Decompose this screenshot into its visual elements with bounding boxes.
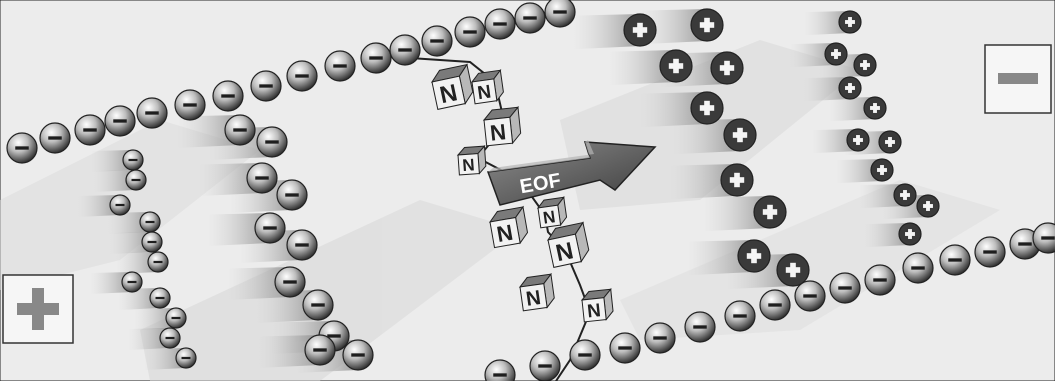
- plus-sign-horizontal: [17, 303, 59, 315]
- diffuse-anion-0: [123, 150, 143, 170]
- neutral-label: N: [476, 81, 492, 104]
- neutral-label: N: [525, 287, 543, 311]
- cation-20: [899, 223, 921, 245]
- diffuse-anion-2: [110, 195, 130, 215]
- neutral-label: N: [462, 155, 476, 175]
- diffuse-anion-1: [126, 170, 146, 190]
- diffuse-anion-15: [255, 213, 285, 243]
- wall-anion-bottom-7: [760, 290, 790, 320]
- wall-anion-top-2: [75, 115, 105, 145]
- diffuse-anion-7: [150, 288, 170, 308]
- cation-11: [825, 43, 847, 65]
- wall-anion-top-11: [390, 35, 420, 65]
- wall-anion-top-5: [175, 90, 205, 120]
- wall-anion-top-14: [485, 9, 515, 39]
- neutral-molecule-3: N: [458, 146, 487, 175]
- cation-15: [847, 129, 869, 151]
- cation-4: [691, 92, 723, 124]
- diffuse-anion-21: [343, 340, 373, 370]
- cation-9: [777, 254, 809, 286]
- wall-anion-bottom-13: [975, 237, 1005, 267]
- wall-anion-top-4: [137, 98, 167, 128]
- diffuse-anion-16: [287, 230, 317, 260]
- cation-17: [871, 159, 893, 181]
- diffuse-anion-5: [148, 252, 168, 272]
- cation-5: [724, 119, 756, 151]
- wall-anion-top-13: [455, 17, 485, 47]
- wall-anion-top-16: [545, 0, 575, 27]
- wall-anion-top-15: [515, 3, 545, 33]
- neutral-label: N: [586, 299, 602, 321]
- wall-anion-bottom-4: [645, 323, 675, 353]
- cation-0: [624, 14, 656, 46]
- wall-anion-top-7: [251, 71, 281, 101]
- cation-6: [721, 164, 753, 196]
- cation-18: [894, 184, 916, 206]
- wall-anion-bottom-3: [610, 333, 640, 363]
- diffuse-anion-6: [122, 272, 142, 292]
- wall-anion-top-3: [105, 106, 135, 136]
- wall-anion-top-0: [7, 133, 37, 163]
- wall-anion-bottom-10: [865, 265, 895, 295]
- cation-13: [839, 77, 861, 99]
- wall-anion-bottom-1: [530, 351, 560, 381]
- wall-anion-bottom-9: [830, 273, 860, 303]
- wall-anion-top-6: [213, 81, 243, 111]
- diffuse-anion-4: [142, 232, 162, 252]
- minus-sign: [998, 73, 1038, 84]
- cation-16: [879, 131, 901, 153]
- wall-anion-top-12: [422, 26, 452, 56]
- diffuse-anion-9: [160, 328, 180, 348]
- wall-anion-top-9: [325, 51, 355, 81]
- diffuse-anion-12: [257, 127, 287, 157]
- cation-3: [711, 52, 743, 84]
- wall-anion-bottom-11: [903, 253, 933, 283]
- cathode-electrode: [985, 45, 1051, 113]
- anode-electrode: [3, 275, 73, 343]
- wall-anion-top-10: [361, 43, 391, 73]
- wall-anion-bottom-12: [940, 245, 970, 275]
- neutral-label: N: [489, 119, 507, 146]
- diffuse-anion-14: [277, 180, 307, 210]
- wall-anion-top-8: [287, 61, 317, 91]
- diffuse-anion-10: [176, 348, 196, 368]
- cation-8: [738, 240, 770, 272]
- cation-12: [854, 54, 876, 76]
- cation-10: [839, 11, 861, 33]
- wall-anion-bottom-5: [685, 312, 715, 342]
- diffuse-anion-13: [247, 163, 277, 193]
- wall-anion-bottom-8: [795, 281, 825, 311]
- wall-anion-bottom-6: [725, 301, 755, 331]
- diffuse-anion-18: [303, 290, 333, 320]
- diffuse-anion-17: [275, 267, 305, 297]
- cation-2: [660, 50, 692, 82]
- diffuse-anion-11: [225, 115, 255, 145]
- cation-19: [917, 195, 939, 217]
- neutral-label: N: [542, 207, 557, 228]
- diffuse-anion-20: [305, 335, 335, 365]
- wall-anion-bottom-2: [570, 340, 600, 370]
- diffuse-anion-3: [140, 212, 160, 232]
- cation-1: [691, 9, 723, 41]
- cation-14: [864, 97, 886, 119]
- cation-7: [754, 196, 786, 228]
- diffuse-anion-8: [166, 308, 186, 328]
- wall-anion-top-1: [40, 123, 70, 153]
